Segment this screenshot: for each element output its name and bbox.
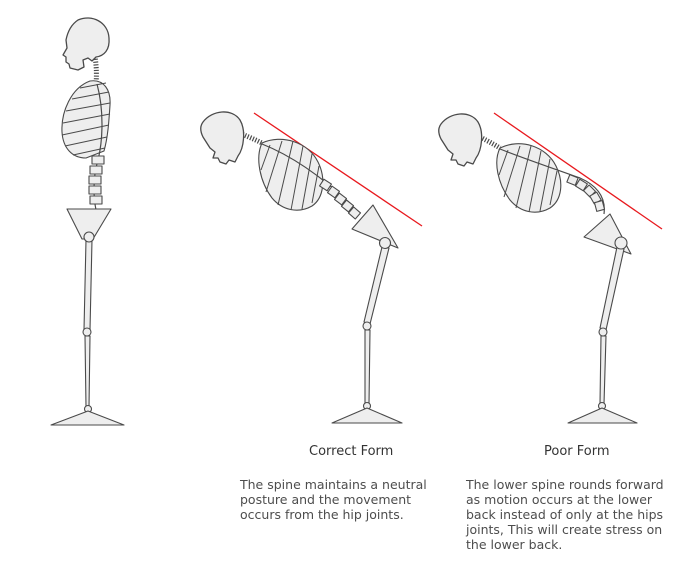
poor-form-description-line: the lower back. — [466, 537, 563, 552]
poor-form-description: The lower spine rounds forward as motion… — [466, 477, 664, 552]
poor-hip-joint — [614, 236, 628, 250]
poor-tibia — [599, 335, 607, 405]
poor-skull — [438, 113, 483, 167]
poor-ribcage — [496, 143, 562, 213]
standing-lumbar-vertebrae — [88, 155, 105, 205]
poor-lumbar-vertebrae — [566, 174, 606, 212]
poor-form-description-line: The lower spine rounds forward — [466, 477, 664, 492]
poor-form-reference-line — [493, 112, 663, 230]
correct-tibia — [364, 329, 371, 405]
standing-hip-joint — [83, 231, 95, 243]
correct-form-description: The spine maintains a neutral posture an… — [240, 477, 427, 522]
poor-form-description-line: back instead of only at the hips — [466, 507, 664, 522]
correct-ribcage — [258, 138, 324, 211]
standing-skull — [62, 17, 110, 71]
skeleton-standing — [50, 17, 125, 426]
poor-femur — [599, 246, 625, 331]
correct-foot — [331, 407, 403, 424]
correct-form-description-line: posture and the movement — [240, 492, 412, 507]
correct-lumbar-vertebrae — [318, 178, 362, 220]
skeleton-correct-form — [200, 111, 423, 424]
correct-knee-joint — [362, 321, 372, 331]
correct-femur — [363, 246, 390, 325]
poor-form-description-line: joints, This will create stress on — [466, 522, 663, 537]
standing-ribcage — [61, 80, 111, 159]
standing-knee-joint — [82, 327, 92, 337]
standing-tibia — [84, 335, 91, 408]
standing-neck-vertebrae — [92, 55, 99, 85]
poor-form-title: Poor Form — [544, 444, 610, 459]
poor-form-description-line: as motion occurs at the lower — [466, 492, 653, 507]
correct-form-title: Correct Form — [309, 444, 394, 459]
poor-foot — [567, 407, 638, 424]
correct-form-reference-line — [253, 112, 423, 227]
poor-spine — [499, 148, 605, 215]
poor-knee-joint — [598, 327, 608, 337]
standing-femur — [83, 239, 93, 331]
standing-foot — [50, 410, 125, 426]
correct-hip-joint — [378, 236, 392, 250]
skeleton-poor-form — [438, 112, 663, 424]
correct-form-description-line: The spine maintains a neutral — [240, 477, 427, 492]
correct-form-description-line: occurs from the hip joints. — [240, 507, 404, 522]
correct-skull — [200, 111, 245, 165]
